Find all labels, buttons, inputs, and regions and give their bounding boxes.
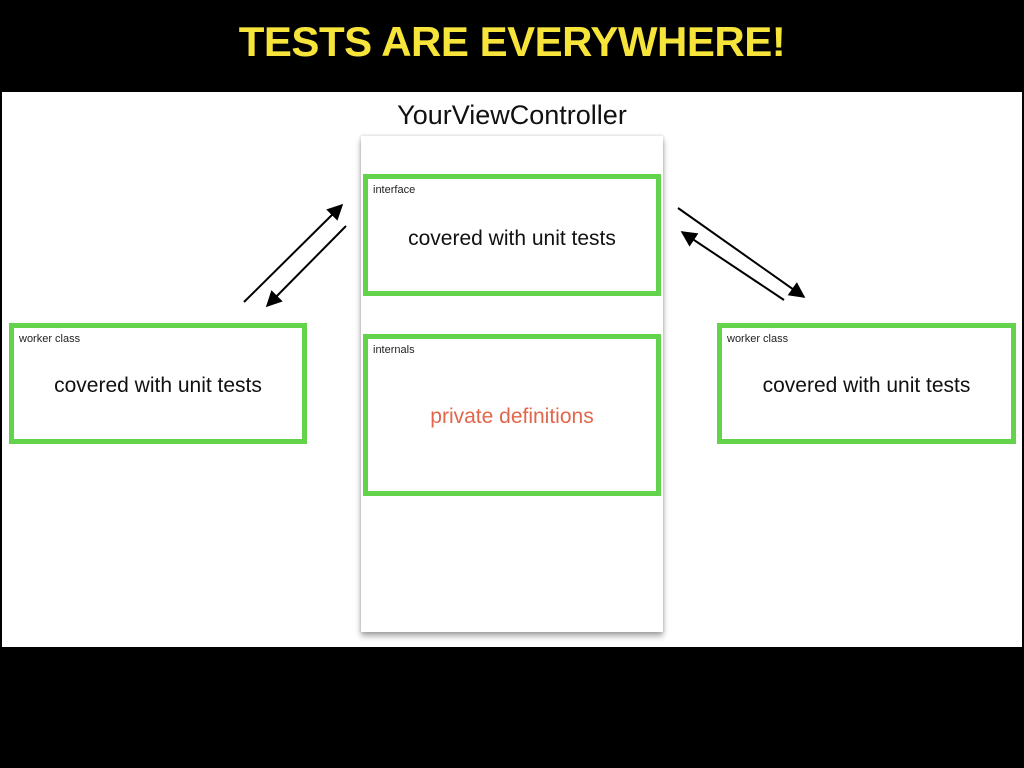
arrow-right-worker-to-interface (680, 231, 785, 301)
internals-box: internals private definitions (363, 334, 661, 496)
right-worker-label: worker class (727, 333, 789, 345)
view-controller-title: YourViewController (397, 100, 627, 130)
internals-text: private definitions (430, 405, 594, 428)
diagram-canvas: YourViewController interface covered wit… (2, 92, 1022, 647)
arrow-interface-to-right-worker (677, 207, 806, 298)
interface-label: interface (373, 184, 416, 196)
right-worker-text: covered with unit tests (762, 374, 971, 397)
slide-title: TESTS ARE EVERYWHERE! (238, 18, 786, 65)
internals-label: internals (373, 344, 415, 356)
left-worker-text: covered with unit tests (54, 374, 262, 397)
arrow-left-worker-to-interface (243, 203, 344, 303)
interface-box: interface covered with unit tests (363, 174, 661, 296)
connection-arrows (243, 203, 806, 308)
arrow-interface-to-left-worker (265, 225, 347, 308)
left-worker-box: worker class covered with unit tests (9, 323, 307, 444)
right-worker-box: worker class covered with unit tests (717, 323, 1016, 444)
interface-text: covered with unit tests (408, 227, 616, 250)
left-worker-label: worker class (19, 333, 81, 345)
